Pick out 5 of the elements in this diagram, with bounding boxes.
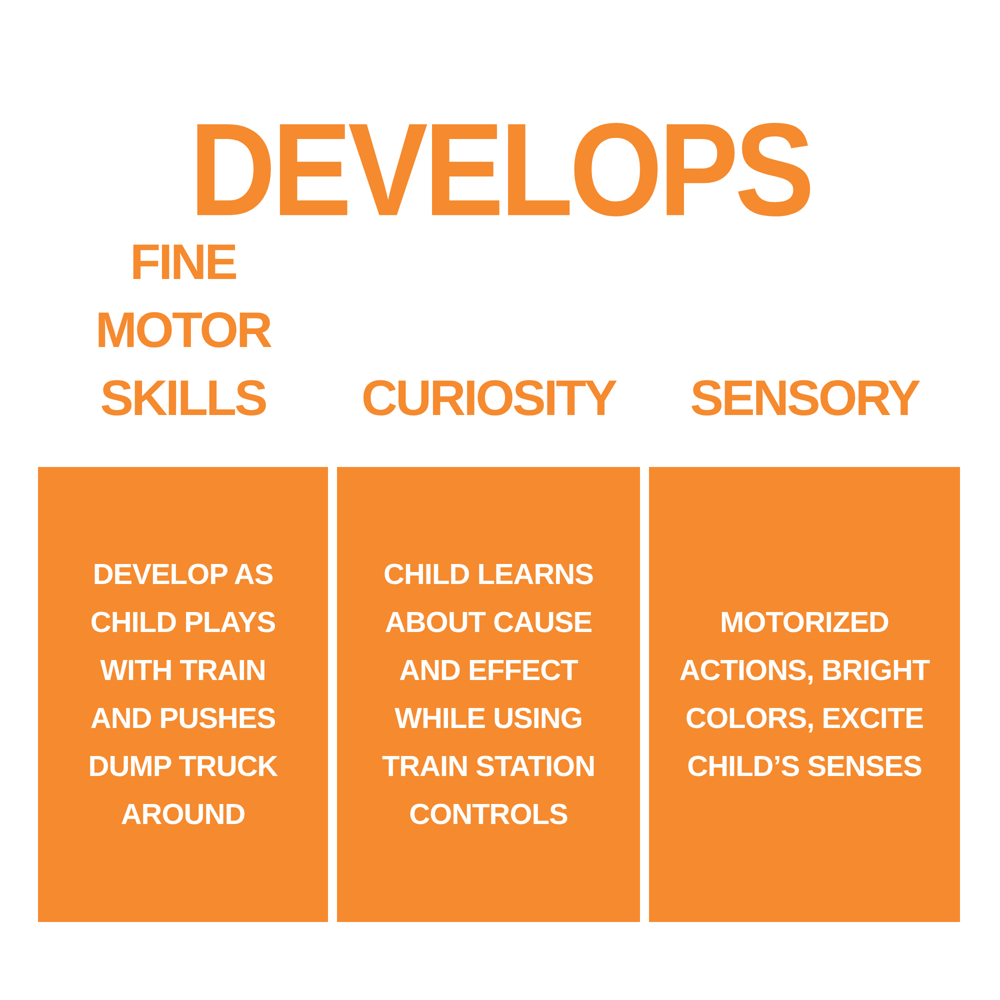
panel-text: DEVELOP AS CHILD PLAYS WITH TRAIN AND PUSHES DUMP TRUCK AROUND: [87, 558, 279, 832]
column-heading: SENSORY: [690, 369, 919, 428]
panel-text: CHILD LEARNS ABOUT CAUSE AND EFFECT WHILE USING TRAIN STATION CONTROLS: [380, 558, 596, 832]
panel-text: MOTORIZED ACTIONS, BRIGHT COLORS, EXCITE CHILD’S SENSES: [678, 606, 931, 784]
column-heading: CURIOSITY: [361, 369, 616, 428]
